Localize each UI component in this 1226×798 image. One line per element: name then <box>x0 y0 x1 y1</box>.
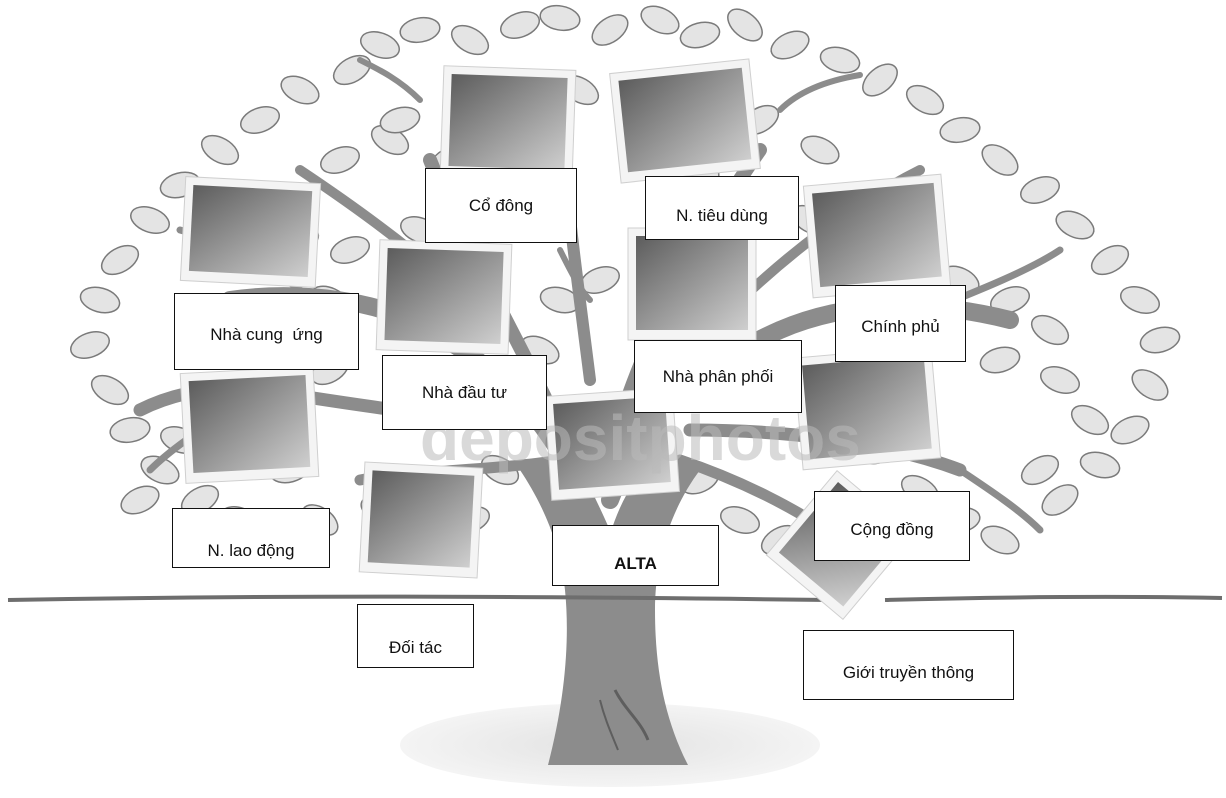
photo-placeholder <box>802 354 932 460</box>
stakeholder-label: N. tiêu dùng <box>676 206 768 225</box>
photo-frame <box>179 176 322 288</box>
leaf-shape <box>679 21 721 49</box>
photo-placeholder <box>367 470 475 568</box>
photo-frame <box>609 58 761 184</box>
stakeholder-box-shareholders: Cổ đông <box>425 168 577 243</box>
leaf-shape <box>1090 244 1130 276</box>
stakeholder-box-government: Chính phủ <box>835 285 966 362</box>
stakeholder-box-partners: Đối tác <box>357 604 474 668</box>
photo-placeholder <box>448 74 568 170</box>
leaf-shape <box>399 16 441 44</box>
leaf-shape <box>109 416 151 444</box>
leaf-shape <box>591 14 629 46</box>
stakeholder-box-community: Cộng đồng <box>814 491 970 561</box>
center-label: ALTA <box>614 553 657 573</box>
leaf-shape <box>360 31 400 59</box>
leaf-shape <box>862 63 898 97</box>
photo-placeholder <box>636 236 748 330</box>
photo-frame <box>439 65 577 181</box>
leaf-shape <box>90 374 130 406</box>
leaf-shape <box>640 5 680 35</box>
leaf-shape <box>79 286 121 314</box>
leaf-shape <box>1079 451 1121 479</box>
leaf-shape <box>1020 454 1060 486</box>
stakeholder-label: Đối tác <box>389 638 442 657</box>
stakeholder-label: Cổ đông <box>468 195 534 215</box>
leaf-shape <box>981 144 1019 176</box>
leaf-shape <box>939 116 981 144</box>
stakeholder-label: Nhà đầu tư <box>421 382 508 402</box>
leaf-shape <box>70 331 110 359</box>
leaf-shape <box>800 135 840 165</box>
leaf-shape <box>720 506 760 534</box>
stakeholder-box-media: Giới truyền thông <box>803 630 1014 700</box>
leaf-shape <box>1131 369 1169 401</box>
leaf-shape <box>727 8 763 42</box>
leaf-shape <box>240 106 280 134</box>
stakeholder-label: Giới truyền thông <box>842 663 975 682</box>
photo-frame <box>792 345 942 471</box>
leaf-shape <box>100 244 140 276</box>
photo-frames-group <box>179 58 952 620</box>
stakeholder-box-distributors: Nhà phân phối <box>634 340 802 413</box>
stakeholder-label: Nhà cung ứng <box>210 324 323 344</box>
stakeholder-box-investors: Nhà đầu tư <box>382 355 547 430</box>
leaf-shape <box>280 75 320 105</box>
leaf-shape <box>320 146 360 174</box>
photo-placeholder <box>618 67 752 173</box>
stakeholder-label: Nhà phân phối <box>662 366 774 386</box>
leaf-shape <box>120 485 160 515</box>
photo-frame <box>802 173 952 299</box>
photo-frame <box>358 461 484 579</box>
photo-placeholder <box>553 396 671 490</box>
photo-placeholder <box>188 184 313 278</box>
leaf-shape <box>1070 404 1110 436</box>
leaf-shape <box>200 134 240 166</box>
stakeholder-box-suppliers: Nhà cung ứng <box>174 293 359 370</box>
leaf-shape <box>379 106 421 134</box>
leaf-shape <box>332 54 372 86</box>
photo-frame <box>375 239 513 355</box>
leaf-shape <box>1040 366 1080 394</box>
leaf-shape <box>1139 326 1181 354</box>
stakeholder-label: N. lao động <box>207 541 295 560</box>
leaf-shape <box>1020 176 1060 204</box>
leaf-shape <box>500 11 540 39</box>
leaf-shape <box>1055 210 1095 240</box>
leaf-shape <box>979 346 1021 374</box>
center-box-alta: ALTA <box>552 525 719 586</box>
ground-line <box>7 594 1223 602</box>
leaf-shape <box>770 30 810 60</box>
leaf-shape <box>450 24 490 56</box>
leaf-shape <box>980 525 1020 555</box>
photo-placeholder <box>188 375 311 473</box>
photo-frame <box>543 387 681 501</box>
stakeholder-label: Chính phủ <box>861 316 940 336</box>
photo-placeholder <box>812 182 942 288</box>
leaf-shape <box>539 4 581 32</box>
leaf-shape <box>1041 484 1079 516</box>
photo-placeholder <box>384 248 504 344</box>
leaf-shape <box>130 206 170 234</box>
photo-frame <box>179 366 320 484</box>
leaf-shape <box>819 46 861 74</box>
stakeholder-box-workers: N. lao động <box>172 508 330 568</box>
leaf-shape <box>1030 314 1070 346</box>
leaf-shape <box>330 236 370 264</box>
leaf-shape <box>1120 286 1160 314</box>
stakeholder-label: Cộng đồng <box>850 520 934 539</box>
leaf-shape <box>905 84 945 116</box>
photo-frame <box>627 227 757 341</box>
stakeholder-box-consumers: N. tiêu dùng <box>645 176 799 240</box>
leaf-shape <box>1110 415 1150 445</box>
